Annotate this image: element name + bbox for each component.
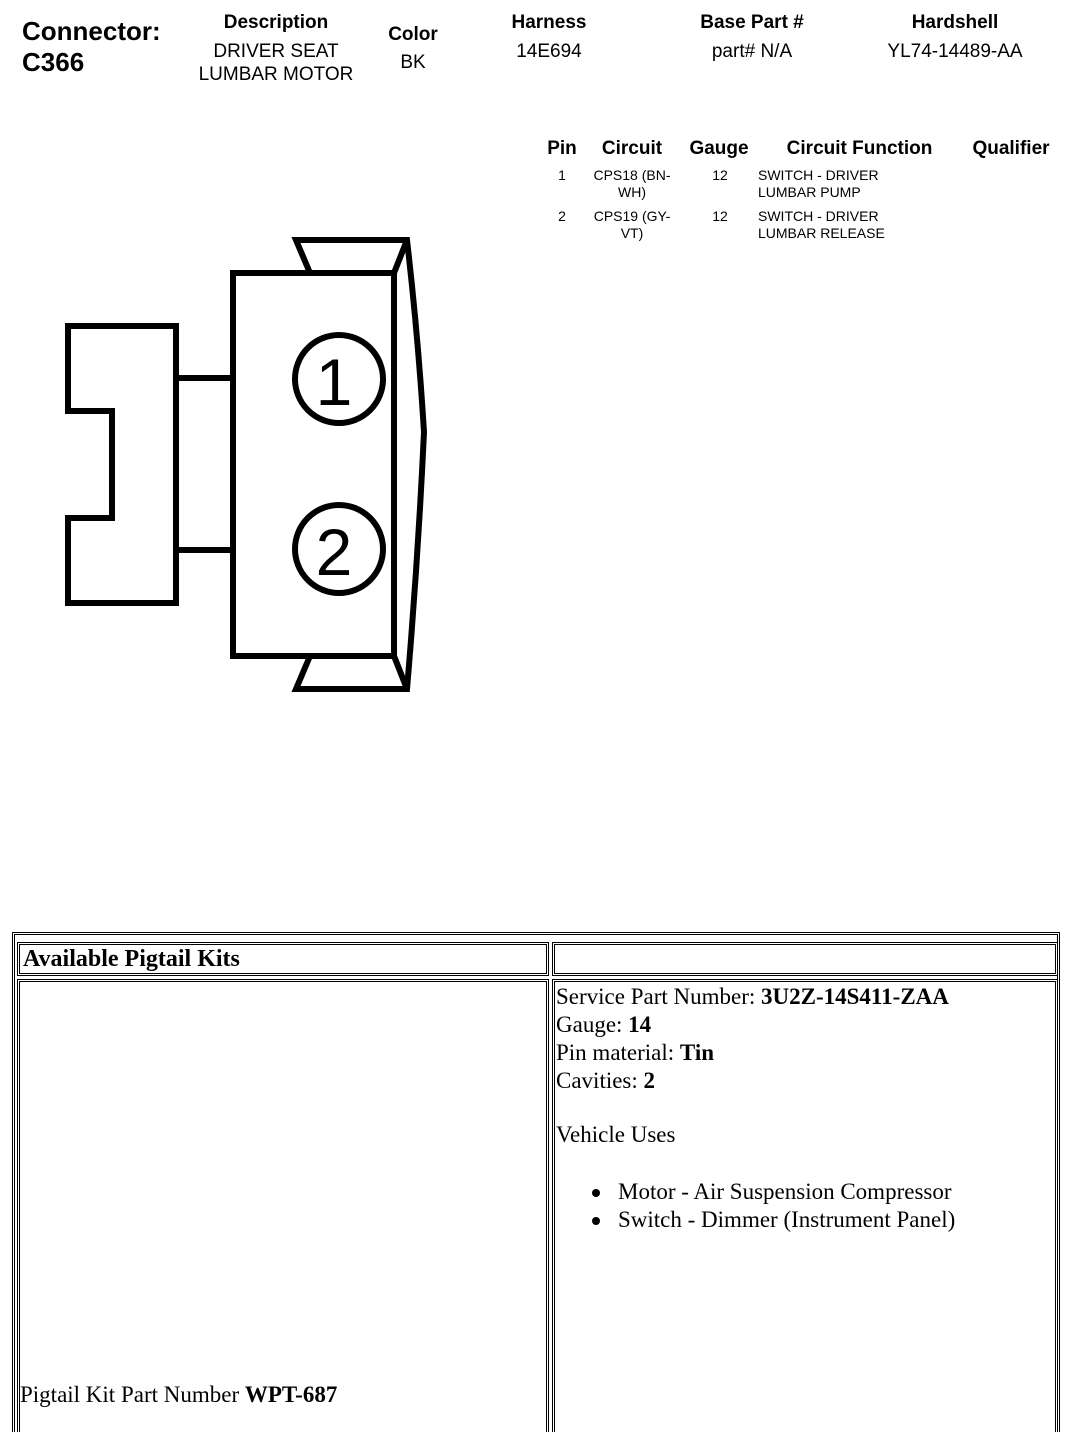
connector-id: C366 xyxy=(22,47,85,77)
gauge-spec: Gauge: 14 xyxy=(556,1011,949,1039)
pigtail-kits-frame xyxy=(12,932,1060,1432)
cavities-spec: Cavities: 2 xyxy=(556,1067,949,1095)
circuit-cell-line-2: VT) xyxy=(620,225,644,241)
harness-title: Harness xyxy=(511,12,587,33)
pin-material-spec: Pin material: Tin xyxy=(556,1039,949,1067)
bullet-icon xyxy=(592,1189,600,1197)
pin-material-label: Pin material: xyxy=(556,1040,680,1065)
pigtail-kit-part-number: Pigtail Kit Part Number WPT-687 xyxy=(20,1381,337,1409)
list-item: Switch - Dimmer (Instrument Panel) xyxy=(556,1206,955,1234)
pigtail-header-spacer xyxy=(552,942,1058,976)
kit-number-label: Pigtail Kit Part Number xyxy=(20,1382,245,1407)
function-cell: SWITCH - DRIVER LUMBAR RELEASE xyxy=(758,208,958,242)
service-part-value: 3U2Z-14S411-ZAA xyxy=(761,984,949,1009)
pigtail-specs: Service Part Number: 3U2Z-14S411-ZAA Gau… xyxy=(556,983,949,1095)
pigtail-image-cell xyxy=(17,979,549,1432)
gauge-cell: 12 xyxy=(712,208,728,224)
function-cell-line-1: SWITCH - DRIVER xyxy=(758,167,879,183)
description-line-1: DRIVER SEAT xyxy=(213,41,339,62)
base-part-title: Base Part # xyxy=(700,12,804,33)
pin-2-cavity xyxy=(292,502,386,596)
description-column: Description DRIVER SEAT LUMBAR MOTOR xyxy=(186,11,366,86)
gauge-header: Gauge xyxy=(689,138,749,159)
vehicle-use-text: Motor - Air Suspension Compressor xyxy=(618,1179,952,1204)
connector-diagram: 1 2 xyxy=(65,237,428,692)
color-title: Color xyxy=(388,24,438,45)
pin-header: Pin xyxy=(547,138,577,159)
function-cell: SWITCH - DRIVER LUMBAR PUMP xyxy=(758,167,958,201)
base-part-value: part# N/A xyxy=(711,41,793,62)
circuit-function-header: Circuit Function xyxy=(786,138,933,159)
pin-2-label: 2 xyxy=(316,515,353,589)
vehicle-uses-list: Motor - Air Suspension Compressor Switch… xyxy=(556,1178,955,1234)
vehicle-uses-title: Vehicle Uses xyxy=(556,1122,676,1147)
harness-value: 14E694 xyxy=(516,41,582,62)
list-item: Motor - Air Suspension Compressor xyxy=(556,1178,955,1206)
base-part-column: Base Part # part# N/A xyxy=(672,11,832,63)
color-value: BK xyxy=(400,52,426,73)
description-line-2: LUMBAR MOTOR xyxy=(198,64,354,85)
pin-material-value: Tin xyxy=(679,1040,715,1065)
gauge-value: 14 xyxy=(628,1012,652,1037)
hardshell-column: Hardshell YL74-14489-AA xyxy=(865,11,1045,63)
circuit-cell-line-1: CPS18 (BN- xyxy=(593,167,671,183)
harness-column: Harness 14E694 xyxy=(489,11,609,63)
gauge-label: Gauge: xyxy=(556,1012,629,1037)
function-cell-line-1: SWITCH - DRIVER xyxy=(758,208,879,224)
pin-cell: 1 xyxy=(558,167,566,183)
function-cell-line-2: LUMBAR PUMP xyxy=(758,184,861,200)
pin-1-cavity xyxy=(292,332,386,426)
function-cell-line-2: LUMBAR RELEASE xyxy=(758,225,885,241)
pigtail-kits-header: Available Pigtail Kits xyxy=(17,942,549,976)
shell-inner-edge xyxy=(391,238,410,275)
circuit-cell: CPS19 (GY- VT) xyxy=(586,208,678,242)
hardshell-title: Hardshell xyxy=(911,12,999,33)
connector-title: Connector: C366 xyxy=(22,16,161,78)
connector-label: Connector: xyxy=(22,16,161,46)
kit-number-value: WPT-687 xyxy=(244,1382,338,1407)
hardshell-value: YL74-14489-AA xyxy=(887,41,1023,62)
pigtail-details-cell xyxy=(552,979,1058,1432)
connector-body xyxy=(230,270,397,659)
circuit-cell-line-2: WH) xyxy=(618,184,646,200)
shell-inner-edge xyxy=(391,654,410,691)
latch-outline xyxy=(65,323,179,606)
circuit-header: Circuit xyxy=(601,138,663,159)
gauge-cell: 12 xyxy=(712,167,728,183)
description-title: Description xyxy=(223,12,329,33)
cavities-value: 2 xyxy=(643,1068,656,1093)
circuit-cell-line-1: CPS19 (GY- xyxy=(593,208,671,224)
pin-cell: 2 xyxy=(558,208,566,224)
connector-shell xyxy=(291,237,428,692)
circuit-cell: CPS18 (BN- WH) xyxy=(586,167,678,201)
vehicle-use-text: Switch - Dimmer (Instrument Panel) xyxy=(618,1207,956,1232)
service-part-label: Service Part Number: xyxy=(556,984,762,1009)
service-part-number: Service Part Number: 3U2Z-14S411-ZAA xyxy=(556,983,949,1011)
pin-1-label: 1 xyxy=(316,345,353,419)
bullet-icon xyxy=(592,1217,600,1225)
qualifier-header: Qualifier xyxy=(972,138,1050,159)
color-column: Color BK xyxy=(373,23,453,74)
cavities-label: Cavities: xyxy=(556,1068,644,1093)
